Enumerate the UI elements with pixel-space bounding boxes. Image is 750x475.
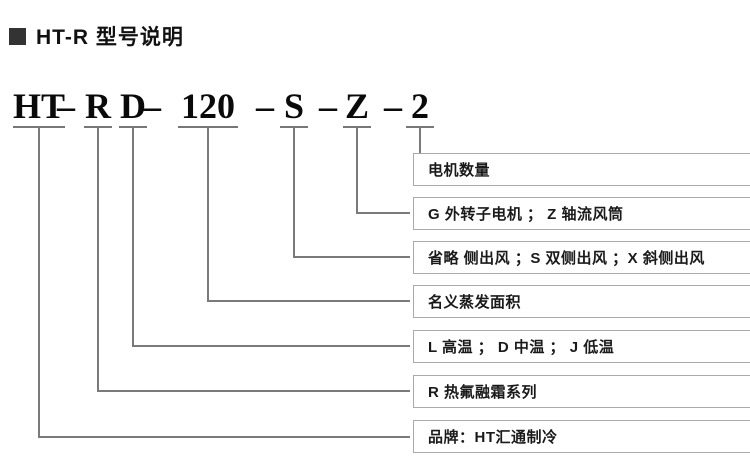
legend-box-label: 品牌：HT汇通制冷 (428, 429, 558, 446)
code-separator: – (143, 86, 161, 126)
code-separator: – (57, 86, 75, 126)
code-segment-area: 120 (178, 87, 238, 128)
leader-line-series (97, 127, 410, 392)
leader-line-fan (356, 127, 410, 214)
code-separator: – (319, 86, 337, 126)
leader-line-outlet (293, 127, 410, 258)
leader-line-area (207, 127, 410, 302)
code-segment-fan: Z (343, 86, 371, 128)
legend-box-brand: 品牌：HT汇通制冷 (413, 420, 750, 453)
code-segment-outlet: S (280, 87, 308, 128)
legend-box-label: L 高温 ； D 中温 ； J 低温 (428, 339, 615, 356)
code-segment-series: R (84, 86, 112, 128)
legend-box-label: 电机数量 (428, 162, 491, 179)
legend-box-label: 省略 侧出风 ；S 双侧出风 ；X 斜侧出风 (428, 250, 705, 267)
code-segment-temperature: D (119, 86, 147, 128)
legend-box-label: G 外转子电机 ； Z 轴流风筒 (428, 206, 624, 223)
legend-box-temperature-range: L 高温 ； D 中温 ； J 低温 (413, 330, 750, 363)
code-segment-motor-count: 2 (406, 87, 434, 128)
legend-box-label: R 热氟融霜系列 (428, 384, 538, 401)
legend-box-fan-type: G 外转子电机 ； Z 轴流风筒 (413, 197, 750, 230)
leader-line-brand (38, 127, 410, 438)
legend-box-series: R 热氟融霜系列 (413, 375, 750, 408)
leader-line-temperature (132, 127, 410, 347)
section-title: HT-R 型号说明 (9, 21, 184, 51)
legend-box-air-outlet: 省略 侧出风 ；S 双侧出风 ；X 斜侧出风 (413, 241, 750, 274)
square-bullet-icon (9, 27, 26, 45)
code-separator: – (256, 86, 274, 126)
legend-box-evaporation-area: 名义蒸发面积 (413, 285, 750, 318)
code-separator: – (384, 86, 402, 126)
legend-box-motor-count: 电机数量 (413, 153, 750, 186)
legend-box-label: 名义蒸发面积 (428, 294, 522, 311)
section-title-text: HT-R 型号说明 (36, 26, 184, 49)
